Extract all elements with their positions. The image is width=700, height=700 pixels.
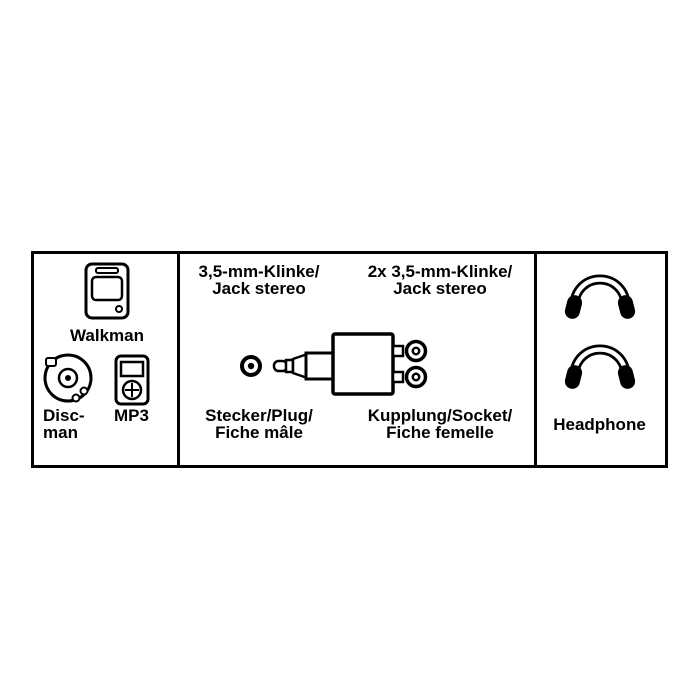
output-section: Headphone: [537, 254, 665, 465]
plug-title-line1: 3,5-mm-Klinke/: [198, 262, 320, 281]
rca-socket-icon-bottom: [391, 365, 428, 389]
rca-socket-icon-top: [391, 339, 428, 363]
plug-caption: Stecker/Plug/ Fiche mâle: [180, 407, 338, 441]
headphone-label: Headphone: [537, 416, 662, 433]
jack-plug-front-icon: [240, 355, 262, 377]
mp3-label-text: MP3: [114, 406, 149, 425]
mp3-label: MP3: [114, 407, 149, 424]
headphone-icon: [564, 330, 636, 394]
headphone-icon: [564, 260, 636, 324]
diagram-panel: Walkman: [31, 251, 668, 468]
socket-title: 2x 3,5-mm-Klinke/ Jack stereo: [350, 263, 530, 297]
discman-label-line2: man: [43, 423, 78, 442]
discman-label-line1: Disc-: [43, 406, 85, 425]
headphone-label-text: Headphone: [553, 415, 646, 434]
sources-section: Walkman: [34, 254, 180, 465]
plug-caption-line1: Stecker/Plug/: [205, 406, 313, 425]
adapter-body-icon: [331, 332, 395, 396]
socket-title-line1: 2x 3,5-mm-Klinke/: [367, 262, 513, 281]
socket-caption: Kupplung/Socket/ Fiche femelle: [350, 407, 530, 441]
walkman-label-text: Walkman: [69, 326, 144, 345]
plug-caption-line2: Fiche mâle: [215, 423, 303, 442]
walkman-label: Walkman: [34, 327, 180, 344]
walkman-icon: [84, 262, 130, 320]
jack-plug-icon: [272, 351, 335, 381]
discman-icon: [42, 352, 96, 406]
plug-title: 3,5-mm-Klinke/ Jack stereo: [180, 263, 338, 297]
adapter-illustration: [236, 326, 436, 404]
socket-caption-line1: Kupplung/Socket/: [367, 406, 513, 425]
discman-label: Disc- man: [43, 407, 85, 441]
mp3-player-icon: [114, 354, 150, 406]
plug-title-line2: Jack stereo: [212, 279, 306, 298]
adapter-section: 3,5-mm-Klinke/ Jack stereo 2x 3,5-mm-Kli…: [180, 254, 537, 465]
socket-caption-line2: Fiche femelle: [386, 423, 494, 442]
socket-title-line2: Jack stereo: [393, 279, 487, 298]
